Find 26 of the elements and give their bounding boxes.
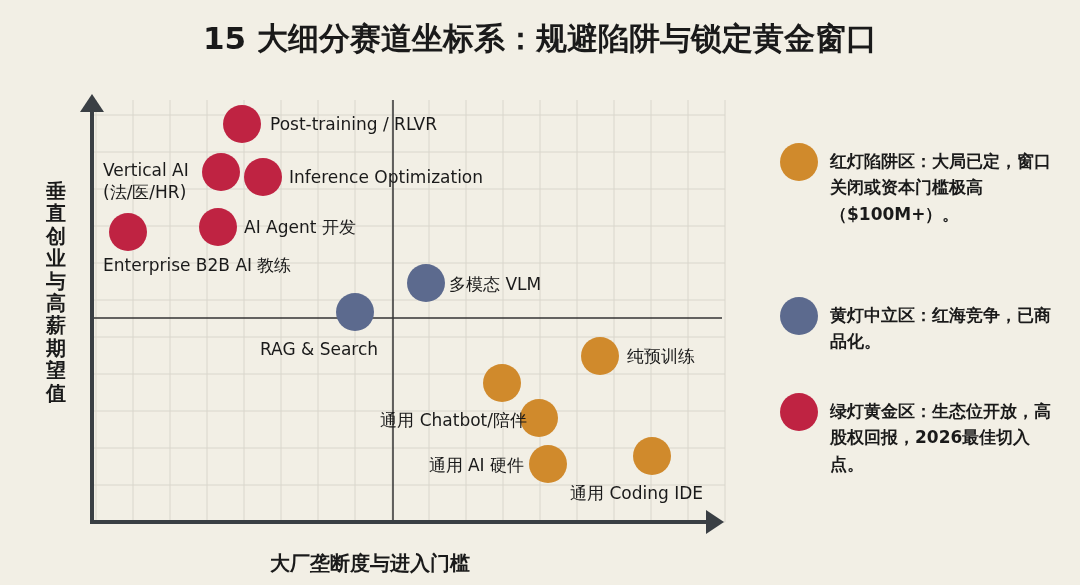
scatter-dot: [483, 364, 521, 402]
scatter-dot: [581, 337, 619, 375]
axis-title: 大厂垄断度与进入门槛: [270, 550, 470, 577]
point-label: 多模态 VLM: [449, 272, 542, 296]
scatter-dot: [529, 445, 567, 483]
point-label: AI Agent 开发: [244, 215, 356, 239]
scatter-dot: [633, 437, 671, 475]
scatter-dot: [244, 158, 282, 196]
point-label: Enterprise B2B AI 教练: [103, 253, 292, 277]
point-label: RAG & Search: [260, 339, 379, 359]
scatter-dot: [223, 105, 261, 143]
point-label: 纯预训练: [627, 344, 695, 368]
scatter-dot: [407, 264, 445, 302]
scatter-dot: [336, 293, 374, 331]
point-label: 通用 Coding IDE: [570, 481, 703, 505]
point-label: Post-training / RLVR: [270, 114, 437, 134]
legend-text: 黄灯中立区：红海竞争，已商品化。: [830, 304, 1052, 354]
title: 15 大细分赛道坐标系：规避陷阱与锁定黄金窗口: [202, 19, 878, 58]
scatter-dot: [202, 153, 240, 191]
axis-title: 垂直创业与高薪期望值: [46, 180, 66, 404]
point-label: Vertical AI (法/医/HR): [103, 158, 190, 204]
point-label: 通用 AI 硬件: [428, 453, 524, 477]
scatter-dot: [109, 213, 147, 251]
scatter-dot: [199, 208, 237, 246]
legend-text: 绿灯黄金区：生态位开放，高股权回报，2026最佳切入点。: [830, 400, 1052, 476]
legend-text: 红灯陷阱区：大局已定，窗口关闭或资本门槛极高（$100M+）。: [830, 150, 1052, 226]
